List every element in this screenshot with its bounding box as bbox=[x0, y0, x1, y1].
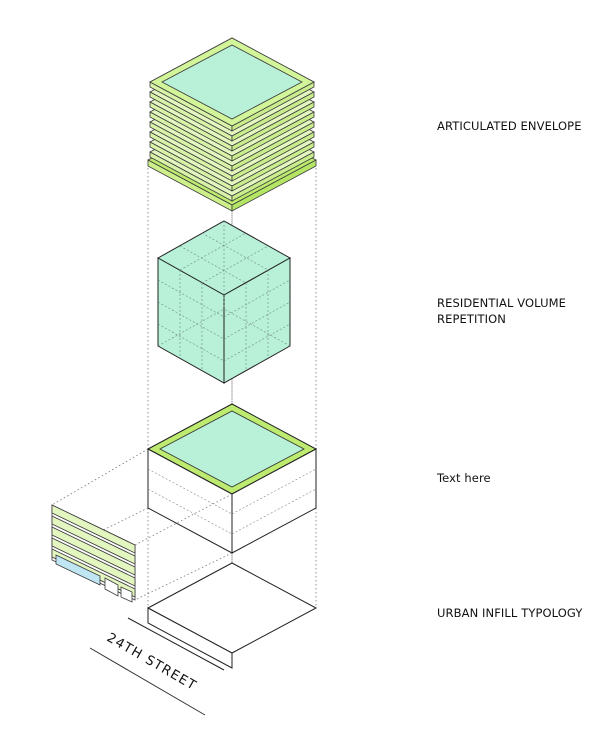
street-facade-elevation bbox=[51, 504, 136, 603]
label-urban-infill: URBAN INFILL TYPOLOGY bbox=[437, 606, 583, 620]
cube-grid-lines bbox=[157, 221, 291, 371]
podium-block bbox=[146, 403, 318, 554]
label-residential-line1: RESIDENTIAL VOLUME bbox=[437, 296, 566, 310]
urban-infill-site bbox=[127, 562, 318, 671]
articulated-envelope-tower bbox=[147, 37, 317, 212]
residential-volume-cube bbox=[156, 220, 292, 384]
label-text-here: Text here bbox=[437, 471, 491, 485]
envelope-top-slab bbox=[149, 37, 315, 127]
label-residential-line2: REPETITION bbox=[437, 312, 506, 326]
label-residential-volume: RESIDENTIAL VOLUME REPETITION bbox=[437, 295, 566, 327]
label-articulated-envelope: ARTICULATED ENVELOPE bbox=[437, 119, 582, 133]
street-edge-line bbox=[89, 647, 206, 716]
